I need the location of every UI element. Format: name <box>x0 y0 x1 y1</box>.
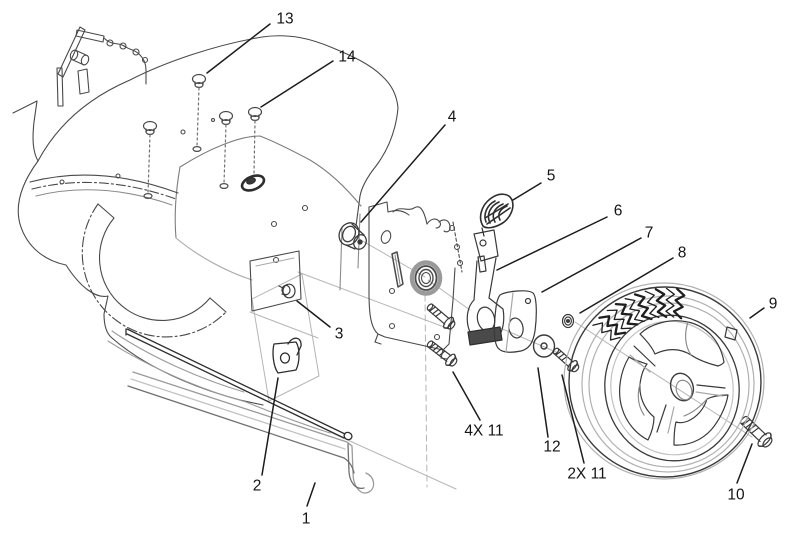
handle-bracket <box>56 26 149 107</box>
callout-leader-14 <box>260 60 334 108</box>
callout-leader-4 <box>360 124 446 223</box>
callout-leader-1 <box>306 482 316 507</box>
callout-label-10: 10 <box>727 487 745 504</box>
keyhole-grommet <box>240 174 266 192</box>
callout-label-6: 6 <box>614 203 623 220</box>
deck-housing <box>12 35 399 434</box>
screw-14 <box>247 106 263 175</box>
reference-lines <box>249 235 753 490</box>
callout-label-13: 13 <box>276 11 293 28</box>
callout-label-14: 14 <box>338 49 356 66</box>
wheel <box>563 282 765 480</box>
callout-leader-8 <box>579 257 674 314</box>
bolt-11-a <box>426 303 456 330</box>
tread-chevron <box>614 302 639 326</box>
callout-leader-3 <box>296 300 331 328</box>
bearing-icon <box>409 260 443 296</box>
callout-leader-10 <box>736 443 753 484</box>
spring <box>479 193 514 237</box>
tread-chevron <box>654 288 668 319</box>
height-rod <box>125 328 353 441</box>
tread-chevron <box>665 287 675 318</box>
tread-chevron <box>592 322 621 341</box>
callout-leader-6 <box>496 216 608 271</box>
callout-label-8: 8 <box>678 245 687 262</box>
callout-label-5: 5 <box>547 168 556 185</box>
key-pin <box>391 251 404 288</box>
callout-label-7: 7 <box>645 225 654 242</box>
callout-leader-5 <box>512 182 542 201</box>
bushing <box>338 222 367 250</box>
callout-leader-4X 11 <box>452 371 481 421</box>
tread-chevron <box>672 287 686 320</box>
lever-arm <box>466 229 505 346</box>
callout-leader-2X 11 <box>561 374 585 464</box>
callout-label-2: 2 <box>253 478 262 495</box>
callout-label-1: 1 <box>302 511 311 528</box>
tread-chevron <box>633 293 653 321</box>
tread-chevron <box>624 298 645 322</box>
screw-b <box>218 110 234 190</box>
callout-leader-7 <box>541 237 642 293</box>
tread-chevron <box>606 309 632 330</box>
flange-nut <box>561 313 575 329</box>
cover-plate <box>493 290 537 353</box>
mounting-screws <box>142 73 263 200</box>
tire-tread <box>592 287 686 341</box>
callout-label-4X 11: 4X 11 <box>464 423 503 440</box>
callout-layer: 13 14 4 5 6 7 8 9 3 2 1 4X 11 12 2X 11 10 <box>206 11 778 528</box>
washer <box>532 334 556 358</box>
tread-chevron <box>644 290 660 319</box>
callout-label-3: 3 <box>335 326 344 343</box>
wheel-hub <box>669 372 695 402</box>
bolt-3 <box>278 283 296 299</box>
callout-leader-9 <box>749 307 765 319</box>
gearcase-plate <box>368 201 464 360</box>
callout-label-2X 11: 2X 11 <box>567 466 606 483</box>
screw-a <box>142 120 158 200</box>
channel-bracket <box>127 371 375 494</box>
callout-label-9: 9 <box>769 296 778 313</box>
callout-label-4: 4 <box>448 109 457 126</box>
screw-13 <box>191 73 207 153</box>
hex-bolts <box>426 303 773 448</box>
tread-chevron <box>598 315 627 336</box>
callout-leader-13 <box>206 23 271 74</box>
bolt-11-b <box>426 340 458 367</box>
callout-leader-12 <box>537 367 549 438</box>
callout-label-12: 12 <box>543 439 560 456</box>
callout-leader-2 <box>261 377 279 476</box>
